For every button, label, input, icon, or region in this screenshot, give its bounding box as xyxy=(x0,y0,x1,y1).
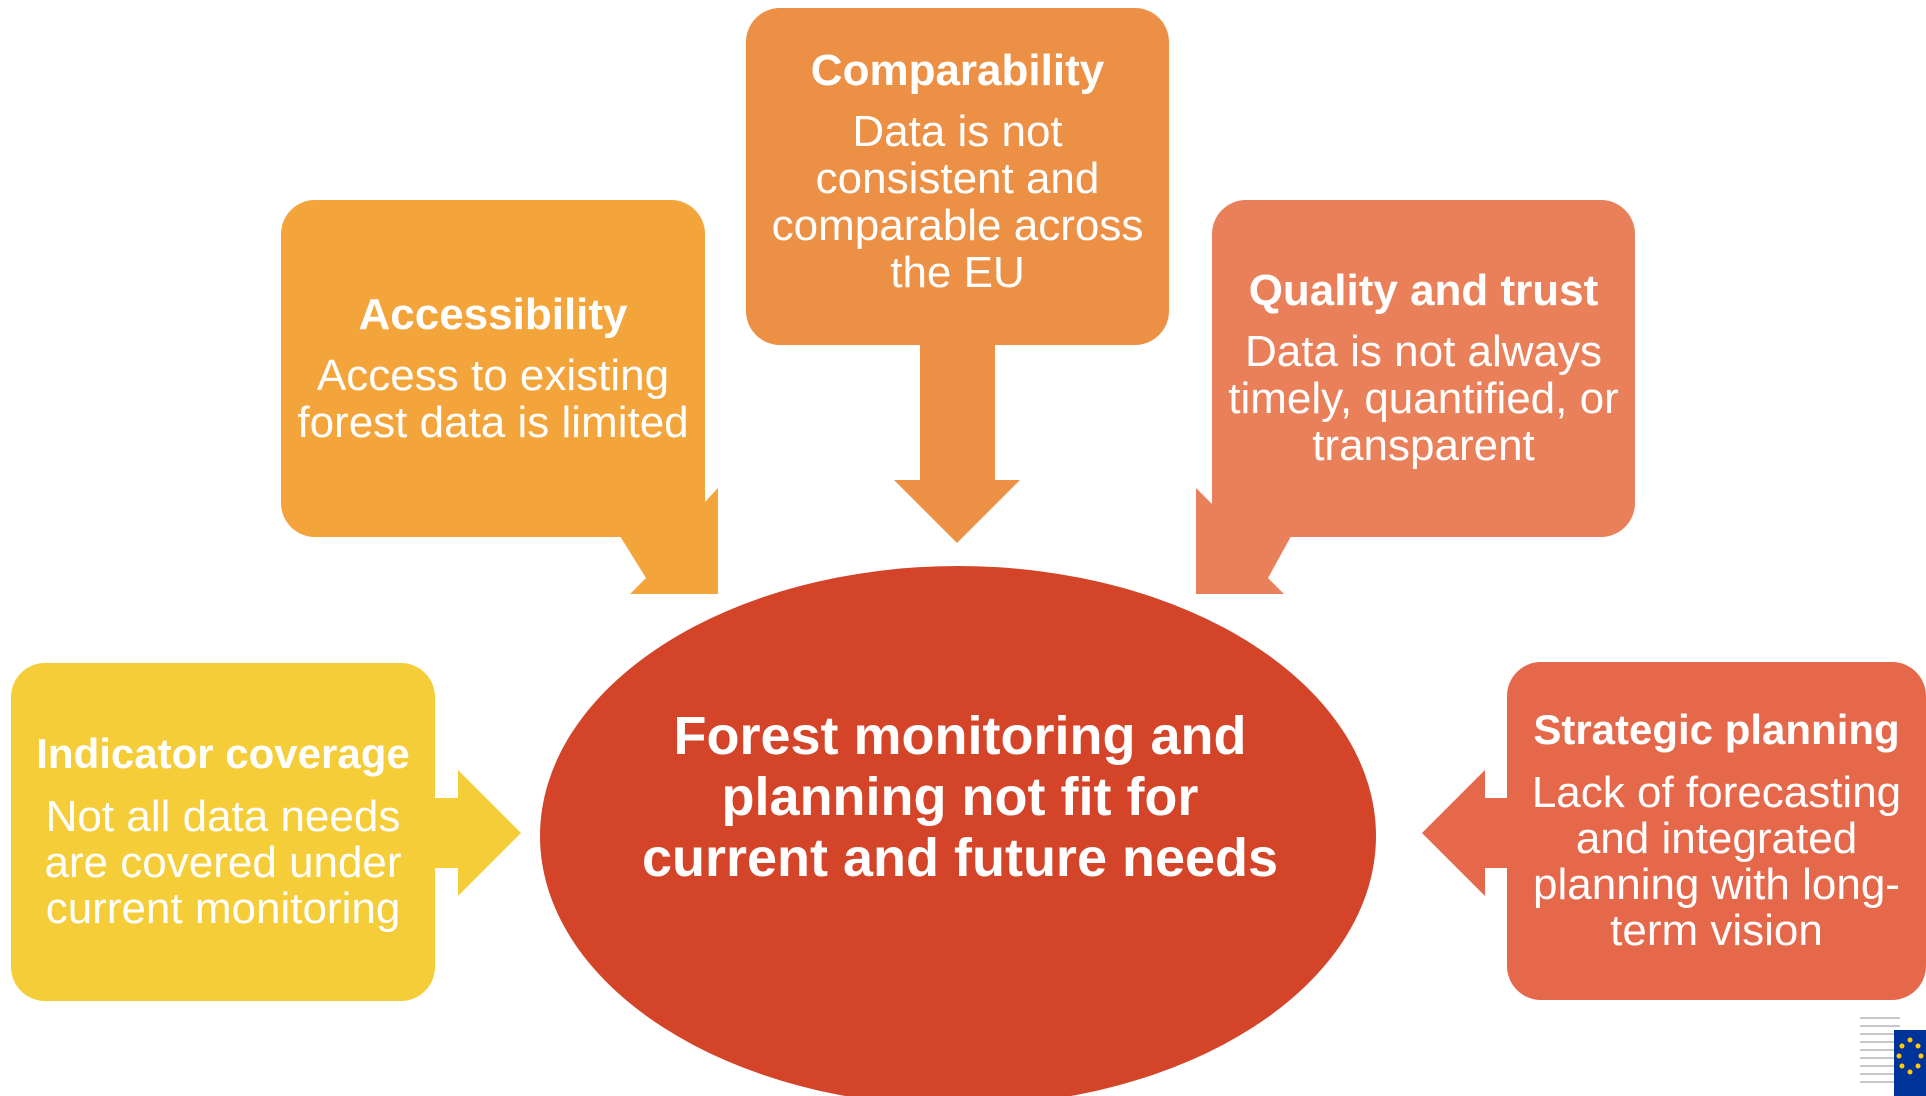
box-comparability: Comparability Data is not consistent and… xyxy=(746,8,1169,345)
eu-logo-lines xyxy=(1860,1017,1900,1083)
box-title-strategic: Strategic planning xyxy=(1533,706,1900,753)
box-body-indicator: Not all data needs are covered under cur… xyxy=(44,792,402,933)
box-title-comparability: Comparability xyxy=(810,46,1105,95)
box-body-comparability: Data is not consistent and comparable ac… xyxy=(771,107,1144,297)
box-title-indicator: Indicator coverage xyxy=(36,730,410,777)
center-statement: Forest monitoring and planning not fit f… xyxy=(641,706,1279,888)
box-title-accessibility: Accessibility xyxy=(358,289,628,339)
box-strategic: Strategic planning Lack of forecasting a… xyxy=(1507,662,1926,1000)
box-quality: Quality and trust Data is not always tim… xyxy=(1212,200,1635,537)
box-body-quality: Data is not always timely, quantified, o… xyxy=(1228,327,1619,470)
box-title-quality: Quality and trust xyxy=(1248,266,1599,315)
center-ellipse xyxy=(540,566,1376,1096)
box-body-accessibility: Access to existing forest data is limite… xyxy=(297,350,689,447)
box-body-strategic: Lack of forecasting and integrated plann… xyxy=(1531,768,1902,955)
arrow-comparability xyxy=(894,320,1020,543)
box-indicator: Indicator coverage Not all data needs ar… xyxy=(11,663,435,1001)
box-accessibility: Accessibility Access to existing forest … xyxy=(281,200,705,537)
eu-stars xyxy=(1896,1037,1924,1075)
